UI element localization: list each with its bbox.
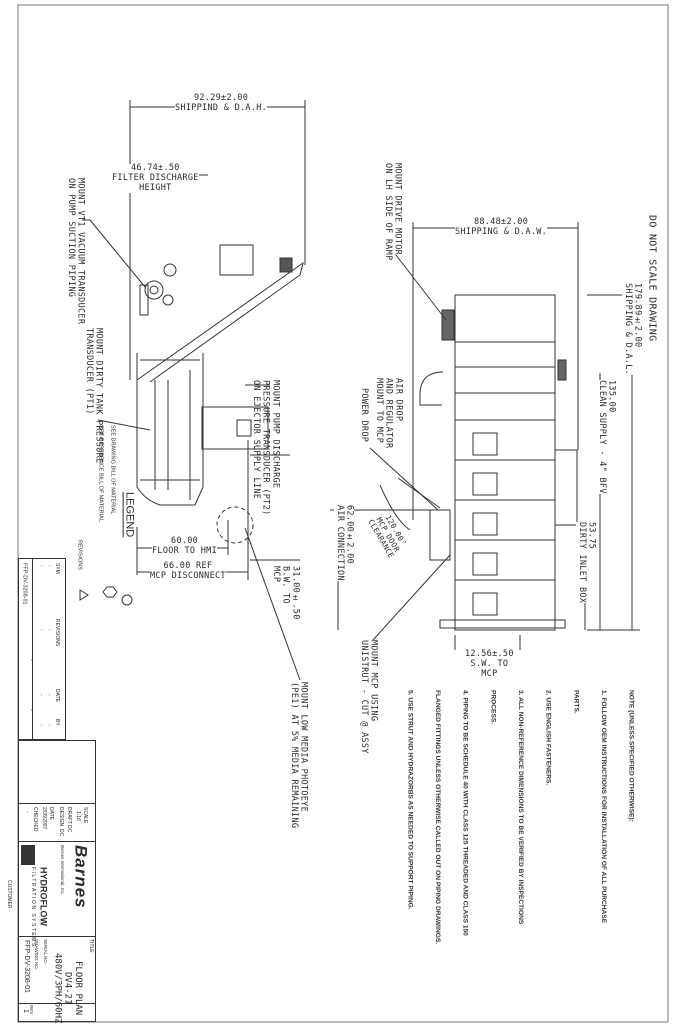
checked-label: CHECKED <box>31 807 38 832</box>
dim-sw-to-mcp: 12.56±.50 S.W. TO MCP <box>465 649 514 679</box>
drawing-number: FFP-DV-3208-01 <box>23 940 31 993</box>
dim-overall-height: 92.29±2.00 SHIPPIND & D.A.H. <box>175 93 268 114</box>
design-label: DESIGN <box>57 807 64 827</box>
note-line: 2. USE ENGLISH FASTENERS. <box>544 690 552 786</box>
legend-hex-symbol <box>102 586 118 598</box>
callout-power-drop: POWER DROP <box>358 388 369 443</box>
customer-label: CUSTOMER - <box>5 880 12 912</box>
callout-drive-motor: MOUNT DRIVE MOTOR ON LH SIDE OF RAMP <box>382 163 403 261</box>
drawing-no-label: DRAWING NO. <box>34 939 40 970</box>
rev-cell: - <box>45 565 52 567</box>
revisions-ref-drawing: FFP-DV-3208-01 <box>21 563 28 605</box>
dim-clean-supply: 135.00 CLEAN SUPPLY - 4" BFV <box>596 380 617 494</box>
rev-cell: - <box>37 694 44 696</box>
brand-name: HYDROFLOW <box>38 867 49 926</box>
checked-value: - <box>23 811 30 813</box>
dim-filter-discharge: 46.74±.50 FILTER DISCHARGE HEIGHT <box>112 163 199 194</box>
scale-label: SCALE <box>81 807 88 824</box>
date-value: 2/08/2007 <box>40 807 47 830</box>
rev-header-date: DATE <box>53 689 60 702</box>
note-line: 4. PIPING TO BE SCHEDULE 40 WITH CLASS 1… <box>461 690 469 936</box>
title-label: TITLE <box>87 939 94 953</box>
rev-cell: - <box>27 709 34 711</box>
callout-pt2: MOUNT PUMP DISCHARGE PRESSURE TRANSDUCER… <box>250 380 281 516</box>
dim-width: 88.48±2.00 SHIPPING & D.A.W. <box>455 217 548 238</box>
rev-label: REV <box>29 1005 35 1015</box>
rev-value: 1 <box>22 1009 30 1013</box>
note-line: FLANGED FITTINGS UNLESS OTHERWISE CALLED… <box>433 690 441 945</box>
sheet-border <box>17 4 669 1023</box>
rev-cell: - <box>45 694 52 696</box>
dim-air-connection: 62.00±2.00 AIR CONNECTION <box>334 505 355 581</box>
callout-mcp: MOUNT MCP USING UNISTRUT - CUT @ ASSY <box>358 640 379 754</box>
notes-title: NOTE (UNLESS SPECIFIED OTHERWISE): <box>627 690 635 822</box>
rev-cell: - <box>37 629 44 631</box>
note-line: 5. USE STRUT AND HYDRAZORBS AS NEEDED TO… <box>406 690 414 910</box>
dim-mcp-disconnect: 66.00 REF MCP DISCONNECT <box>150 561 226 582</box>
company-logo: Barnes <box>71 845 91 909</box>
plan-view-machine <box>330 222 640 650</box>
legend-item: SEE DRAWING BILL OF MATERIAL <box>109 425 116 515</box>
dim-length: 179.89±2.00 SHIPPING & D.A.L. <box>622 283 643 376</box>
hydroflow-logo-icon <box>21 845 35 865</box>
legend-item: REVISIONS <box>76 540 83 570</box>
rev-header-sym: SYM <box>53 563 60 574</box>
note-line: PROCESS. <box>489 690 497 725</box>
design-value: DC <box>57 829 64 837</box>
dim-floor-to-hmi: 60.00 FLOOR TO HMI <box>152 536 218 557</box>
callout-air-drop: AIR DROP AND REGULATOR MOUNT TO MCP <box>373 378 404 449</box>
rev-cell: - <box>37 724 44 726</box>
rev-header-by: BY <box>53 719 60 726</box>
note-line: 3. ALL NON-REFERENCE DIMENSIONS TO BE VE… <box>516 690 524 925</box>
brand-subtitle: FILTRATION SYSTEMS <box>29 867 36 948</box>
date-label: DATE <box>47 807 54 820</box>
legend-title: LEGEND <box>123 492 136 538</box>
callout-pe1: MOUNT LOW MEDIA PHOTOEYE (PE1) AT 5% MED… <box>288 682 309 829</box>
legend-circle-symbol <box>121 594 133 606</box>
drawing-title: FLOOR PLAN DV4-21 480V/3PH/60HZ <box>52 953 84 1024</box>
draft-value: DC <box>65 825 72 833</box>
revisions-table: FFP-DV-3208-01 SYM REVISIONS DATE BY - -… <box>18 558 66 740</box>
general-notes: NOTE (UNLESS SPECIFIED OTHERWISE): 1. FO… <box>406 690 654 1010</box>
do-not-scale-note: DO NOT SCALE DRAWING <box>646 215 658 342</box>
rev-cell: - <box>45 629 52 631</box>
title-block: SCALE 1:16 DRAFT DC DESIGN DC DATE 2/08/… <box>18 740 96 1024</box>
serial-label: SERIAL NO.- <box>43 939 49 966</box>
dim-bw-to-mcp: 31.00±.50 B.W. TO MCP <box>270 566 301 620</box>
legend-triangle-symbol <box>79 589 89 601</box>
company-subtitle: Barnes International, Inc. <box>60 845 66 896</box>
scale-value: 1:16 <box>74 811 81 821</box>
rev-cell: - <box>45 724 52 726</box>
legend-item: SEE REFERENCE BILL OF MATERIAL <box>97 425 104 522</box>
draft-label: DRAFT <box>65 807 72 824</box>
rev-cell: - <box>37 565 44 567</box>
callout-vt1: MOUNT VT1 VACUUM TRANSDUCER ON PUMP SUCT… <box>65 178 86 325</box>
rev-header-revisions: REVISIONS <box>53 619 60 647</box>
rev-cell: - <box>27 659 34 661</box>
dim-dirty-inlet: 53.75 DIRTY INLET BOX <box>576 522 597 604</box>
note-line: PARTS. <box>572 690 580 714</box>
note-line: 1. FOLLOW OEM INSTRUCTIONS FOR INSTALLAT… <box>599 690 607 924</box>
callout-pt1: MOUNT DIRTY TANK PRESSURE TRANSDUCER (PT… <box>83 328 104 464</box>
